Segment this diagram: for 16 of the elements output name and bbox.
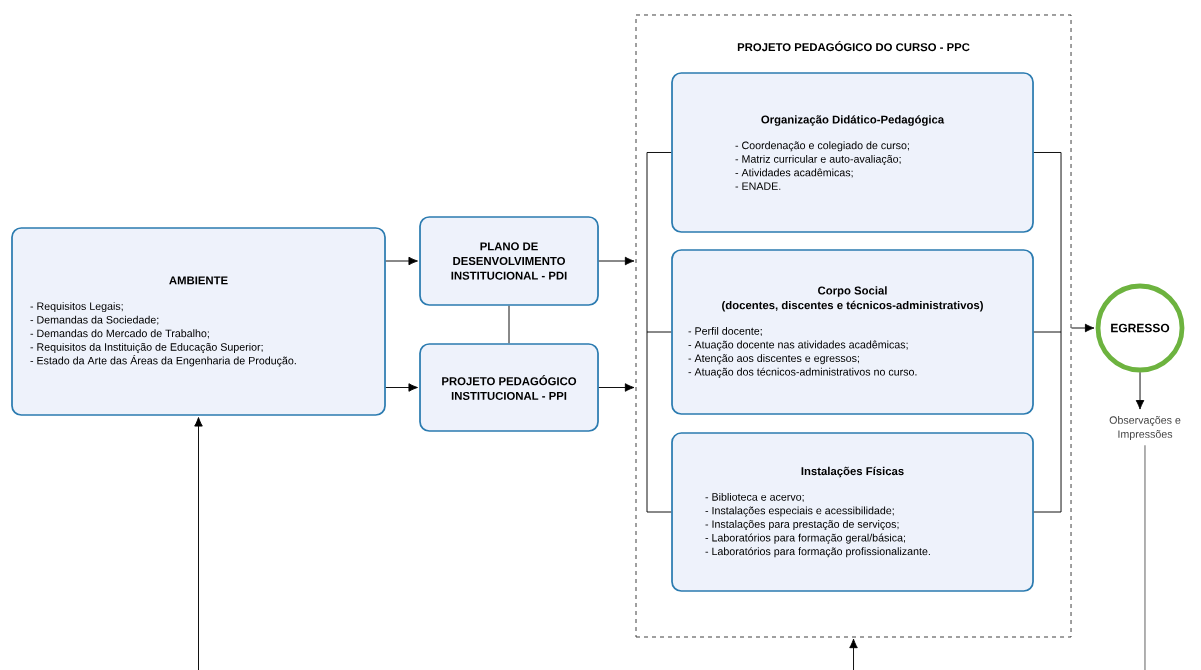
process-box: Organização Didático-Pedagógica - Coordenação e colegiado de curso; - Matriz curricular e auto-avaliação; - Atividades acadêmicas; - ENADE. <box>671 72 1034 233</box>
arrow <box>385 383 418 392</box>
arrow <box>194 417 203 670</box>
arrow <box>1071 323 1095 333</box>
arrow <box>849 638 858 670</box>
connector-line <box>508 305 510 344</box>
process-box: Corpo Social (docentes, discentes e técnicos-administrativos) - Perfil docente; - Atuação docente nas atividades acadêmicas; - Atenção aos discentes e egressos; - Atuação dos técnicos-administrativos no curso. <box>671 249 1034 415</box>
arrow <box>598 383 635 392</box>
annotation-text: Observações e Impressões <box>1109 416 1181 440</box>
process-box: AMBIENTE - Requisitos Legais; - Demandas da Sociedade; - Demandas do Mercado de Trabalho; - Requisitos da Instituição de Educação Superior; - Estado da Arte das Áreas da Engenharia de Produção. <box>11 227 386 416</box>
arrow <box>1135 371 1145 410</box>
arrow <box>385 256 418 266</box>
arrow <box>598 256 635 266</box>
process-box: PLANO DE DESENVOLVIMENTO INSTITUCIONAL - PDI <box>419 216 599 306</box>
process-box: Instalações Físicas - Biblioteca e acervo; - Instalações especiais e acessibilidade; - Instalações para prestação de serviços; - Laboratórios para formação geral/básica; - Laboratórios para formação profissionalizante. <box>671 432 1034 592</box>
process-box: PROJETO PEDAGÓGICO INSTITUCIONAL - PPI <box>419 343 599 432</box>
